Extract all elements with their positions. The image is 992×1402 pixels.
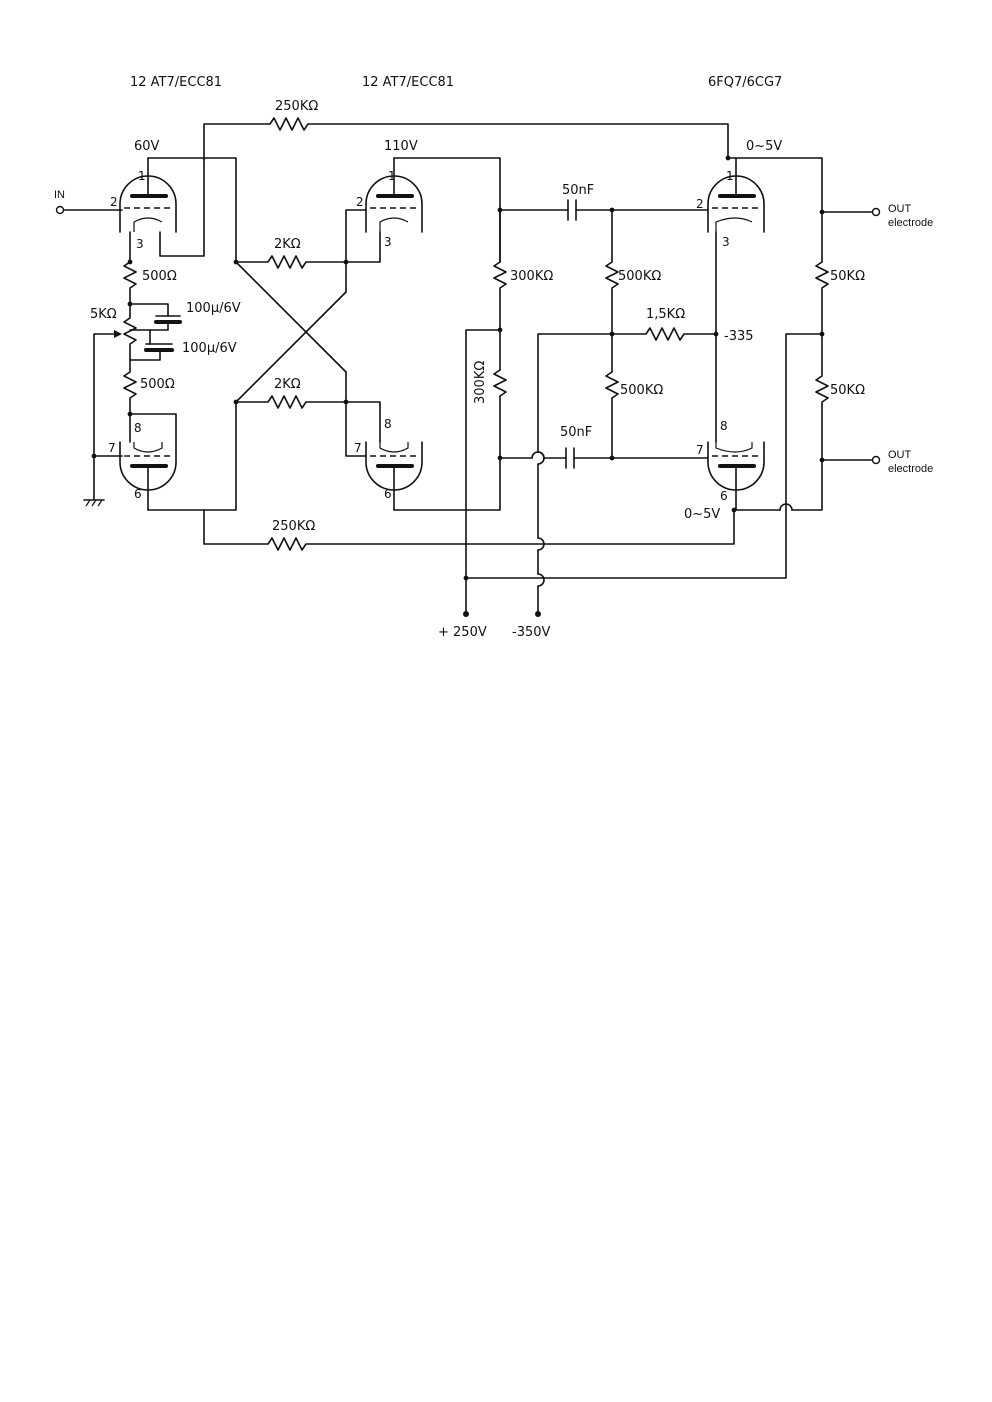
- cathode-resistor-bottom-label: 500Ω: [140, 377, 175, 392]
- pin-8-right-bottom: 8: [720, 419, 728, 433]
- output-resistor-top-label: 50KΩ: [830, 269, 865, 284]
- bias-resistor: 1,5KΩ: [611, 307, 717, 341]
- plate-load-resistor-top: 300KΩ: [493, 209, 553, 331]
- potentiometer-label: 5KΩ: [90, 307, 117, 322]
- capacitor-100u-2: 100μ/6V: [129, 329, 237, 361]
- plate-load-top-label: 300KΩ: [510, 269, 553, 284]
- left-tube-title: 12 AT7/ECC81: [130, 75, 222, 90]
- tube-left-bottom: [119, 441, 177, 511]
- cross-resistor-top-label: 2KΩ: [274, 237, 301, 252]
- pin-6-middle-bottom: 6: [384, 487, 392, 501]
- output-bottom-voltage: 0~5V: [684, 507, 720, 522]
- feedback-resistor-top: 250KΩ: [203, 99, 729, 159]
- cross-resistor-bottom: 2KΩ: [235, 377, 347, 409]
- output-bottom-sublabel: electrode: [888, 463, 933, 475]
- output-bottom-label: OUT: [888, 449, 912, 461]
- feedback-resistor-top-label: 250KΩ: [275, 99, 318, 114]
- cathode-resistor-top: 500Ω: [123, 261, 177, 305]
- potentiometer-5k[interactable]: 5KΩ: [90, 303, 137, 501]
- cathode-resistor-bottom: 500Ω: [123, 357, 175, 415]
- input-terminal[interactable]: IN: [54, 189, 123, 215]
- capacitor-2-label: 100μ/6V: [182, 341, 237, 356]
- cross-resistor-top: 2KΩ: [235, 237, 347, 269]
- pin-2-middle-top: 2: [356, 195, 364, 209]
- cathode-resistor-top-label: 500Ω: [142, 269, 177, 284]
- bias-voltage-label: -335: [724, 329, 754, 344]
- pin-8-left-bottom: 8: [134, 421, 142, 435]
- voltage-60v: 60V: [134, 139, 160, 154]
- output-top-sublabel: electrode: [888, 217, 933, 229]
- output-resistor-bottom-label: 50KΩ: [830, 383, 865, 398]
- output-terminal-bottom[interactable]: OUT electrode: [821, 449, 933, 475]
- pin-3-right-top: 3: [722, 235, 730, 249]
- pin-1-left-top: 1: [138, 169, 146, 183]
- pin-1-right-top: 1: [726, 169, 734, 183]
- divider-resistor-top: 500KΩ: [605, 209, 661, 335]
- tube-left-top: [119, 157, 177, 233]
- tube-middle-bottom: [365, 441, 423, 511]
- output-top-label: OUT: [888, 203, 912, 215]
- coupling-cap-top-label: 50nF: [562, 183, 594, 198]
- feedback-resistor-bottom-label: 250KΩ: [272, 519, 315, 534]
- tube-right-top: [707, 157, 765, 233]
- capacitor-1-label: 100μ/6V: [186, 301, 241, 316]
- output-resistor-top: 50KΩ: [815, 211, 865, 335]
- pin-6-right-bottom: 6: [720, 489, 728, 503]
- divider-bottom-label: 500KΩ: [620, 383, 663, 398]
- tube-middle-top: [365, 157, 423, 233]
- divider-resistor-bottom: 500KΩ: [605, 333, 663, 459]
- output-terminal-top[interactable]: OUT electrode: [821, 203, 933, 229]
- supply-negative-label: -350V: [512, 625, 551, 640]
- output-top-voltage: 0~5V: [746, 139, 782, 154]
- output-resistor-bottom: 50KΩ: [815, 333, 865, 461]
- bias-resistor-label: 1,5KΩ: [646, 307, 685, 322]
- supply-positive-label: + 250V: [438, 625, 487, 640]
- pin-2-left-top: 2: [110, 195, 118, 209]
- input-label: IN: [54, 189, 65, 201]
- plate-load-resistor-bottom: 300KΩ: [473, 329, 507, 459]
- ground-symbol: [83, 499, 105, 507]
- pin-1-middle-top: 1: [388, 169, 396, 183]
- plate-load-bottom-label: 300KΩ: [473, 361, 488, 404]
- feedback-resistor-bottom: 250KΩ: [203, 509, 735, 551]
- tube-right-bottom: [707, 441, 765, 511]
- middle-tube-title: 12 AT7/ECC81: [362, 75, 454, 90]
- pin-2-right-top: 2: [696, 197, 704, 211]
- pin-3-middle-top: 3: [384, 235, 392, 249]
- coupling-capacitor-top: 50nF: [499, 183, 709, 221]
- pin-6-left-bottom: 6: [134, 487, 142, 501]
- pin-7-left-bottom: 7: [108, 441, 116, 455]
- pin-7-middle-bottom: 7: [354, 441, 362, 455]
- capacitor-100u-1: 100μ/6V: [129, 301, 241, 345]
- voltage-110v: 110V: [384, 139, 418, 154]
- coupling-cap-bottom-label: 50nF: [560, 425, 592, 440]
- coupling-capacitor-bottom: 50nF: [499, 425, 709, 469]
- pin-3-left-top: 3: [136, 237, 144, 251]
- cross-resistor-bottom-label: 2KΩ: [274, 377, 301, 392]
- pin-8-middle-bottom: 8: [384, 417, 392, 431]
- pin-7-right-bottom: 7: [696, 443, 704, 457]
- divider-top-label: 500KΩ: [618, 269, 661, 284]
- right-tube-title: 6FQ7/6CG7: [708, 75, 782, 90]
